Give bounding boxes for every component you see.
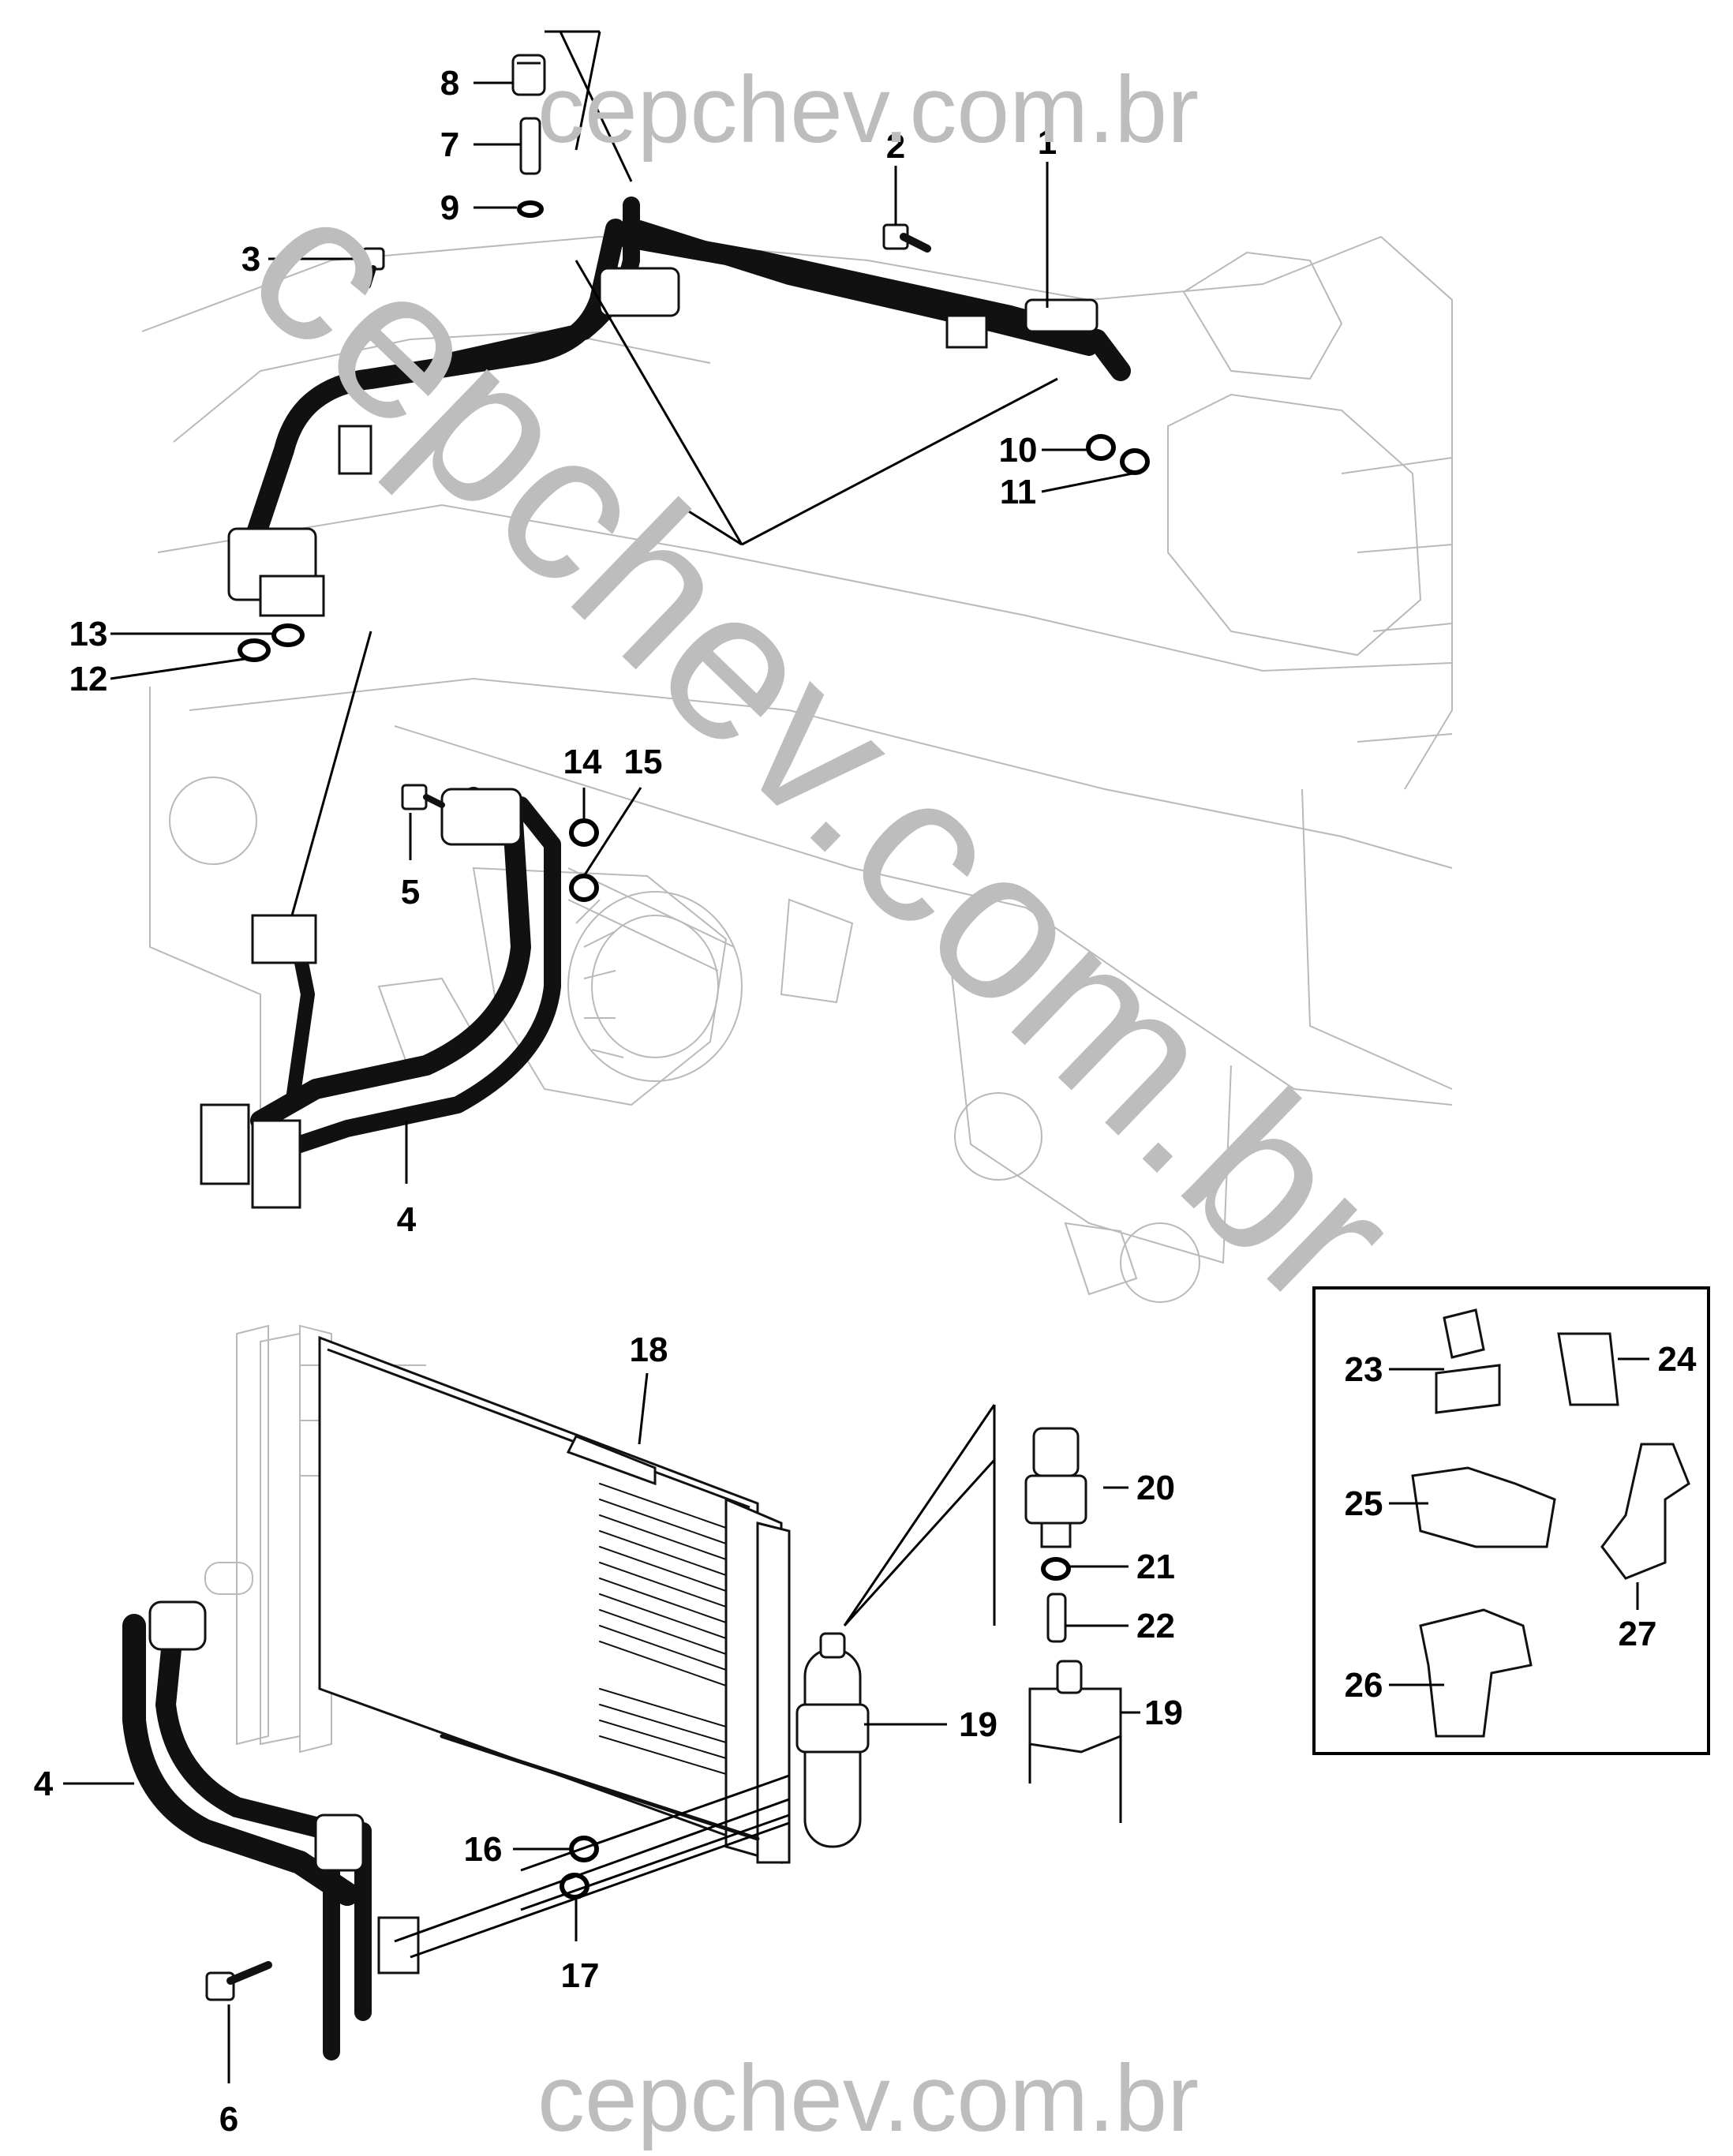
callout-25: 25 bbox=[1345, 1484, 1383, 1523]
o-ring-16 bbox=[569, 1836, 599, 1862]
clip-23 bbox=[1435, 1308, 1501, 1414]
service-cap-8 bbox=[511, 54, 546, 96]
bracket-leader-7-8 bbox=[545, 30, 633, 182]
bolt-5 bbox=[401, 784, 445, 810]
callout-10: 10 bbox=[999, 431, 1038, 470]
clip-26 bbox=[1419, 1608, 1533, 1738]
clip-27 bbox=[1600, 1443, 1690, 1580]
callout-17: 17 bbox=[561, 1956, 600, 1995]
callout-8: 8 bbox=[440, 64, 459, 103]
callout-23: 23 bbox=[1345, 1350, 1383, 1389]
o-ring-13 bbox=[271, 623, 305, 647]
callout-15: 15 bbox=[624, 743, 663, 781]
callout-21: 21 bbox=[1136, 1548, 1175, 1586]
clips-inset-box bbox=[1312, 1286, 1710, 1755]
compressor-line-4-lower bbox=[122, 1600, 420, 2061]
callout-18: 18 bbox=[630, 1331, 668, 1369]
watermark-diagonal: cepchev.com.br bbox=[204, 146, 1440, 1351]
callout-11: 11 bbox=[1000, 473, 1037, 511]
valve-insert-22 bbox=[1046, 1593, 1067, 1643]
bolt-6 bbox=[205, 1961, 272, 2001]
callout-26: 26 bbox=[1345, 1666, 1383, 1705]
callout-1: 1 bbox=[1038, 123, 1057, 162]
o-ring-15 bbox=[569, 874, 599, 902]
callout-leaders bbox=[63, 81, 1649, 2083]
clip-24 bbox=[1557, 1332, 1619, 1406]
callout-labels: 1 2 3 4 4 5 6 7 8 9 10 11 12 13 14 15 16… bbox=[34, 64, 1697, 2139]
callout-19-detail: 19 bbox=[1144, 1694, 1183, 1732]
fitting-block-upper bbox=[227, 267, 1099, 617]
o-ring-10 bbox=[1086, 434, 1116, 461]
callout-6: 6 bbox=[219, 2100, 238, 2139]
callout-7: 7 bbox=[440, 125, 459, 164]
callout-4-lower: 4 bbox=[34, 1765, 54, 1803]
callout-14: 14 bbox=[563, 743, 602, 781]
receiver-dryer-19-mounted bbox=[795, 1632, 870, 1848]
callout-16: 16 bbox=[464, 1830, 503, 1869]
pressure-switch-20 bbox=[1024, 1427, 1087, 1548]
o-ring-12 bbox=[238, 638, 271, 662]
o-ring-17 bbox=[560, 1873, 590, 1900]
callout-24: 24 bbox=[1658, 1340, 1697, 1379]
valve-core-7 bbox=[519, 117, 541, 175]
receiver-dryer-19-detail bbox=[1028, 1660, 1122, 1823]
callout-12: 12 bbox=[69, 660, 108, 698]
callout-19-mounted: 19 bbox=[959, 1705, 998, 1744]
callout-20: 20 bbox=[1136, 1469, 1175, 1507]
bolt-2 bbox=[882, 223, 931, 253]
seal-ring-21 bbox=[1041, 1557, 1071, 1581]
callout-4-upper: 4 bbox=[397, 1200, 417, 1239]
dashed-guide-upper bbox=[290, 631, 372, 916]
engine-bay-outline bbox=[141, 235, 1453, 1303]
ac-compressor bbox=[567, 891, 743, 1082]
callout-13: 13 bbox=[69, 615, 108, 653]
callout-2: 2 bbox=[886, 127, 905, 166]
o-ring-14 bbox=[569, 818, 599, 847]
seal-ring-9 bbox=[517, 200, 544, 218]
clip-25 bbox=[1411, 1466, 1556, 1548]
compressor-line-4-upper bbox=[200, 787, 561, 1209]
line-to-condenser-guides bbox=[394, 1798, 790, 1959]
o-ring-11 bbox=[1120, 448, 1150, 475]
watermark-top: cepchev.com.br bbox=[537, 57, 1199, 163]
callout-27: 27 bbox=[1619, 1615, 1657, 1653]
hidden-leader-upper bbox=[575, 260, 1058, 546]
callout-22: 22 bbox=[1136, 1607, 1175, 1645]
leader-dryer-to-switch bbox=[843, 1404, 996, 1627]
condenser-18 bbox=[318, 1335, 791, 1864]
callout-5: 5 bbox=[401, 873, 420, 911]
callout-3: 3 bbox=[241, 240, 260, 279]
watermark-bottom: cepchev.com.br bbox=[537, 2046, 1199, 2151]
callout-9: 9 bbox=[440, 189, 459, 227]
